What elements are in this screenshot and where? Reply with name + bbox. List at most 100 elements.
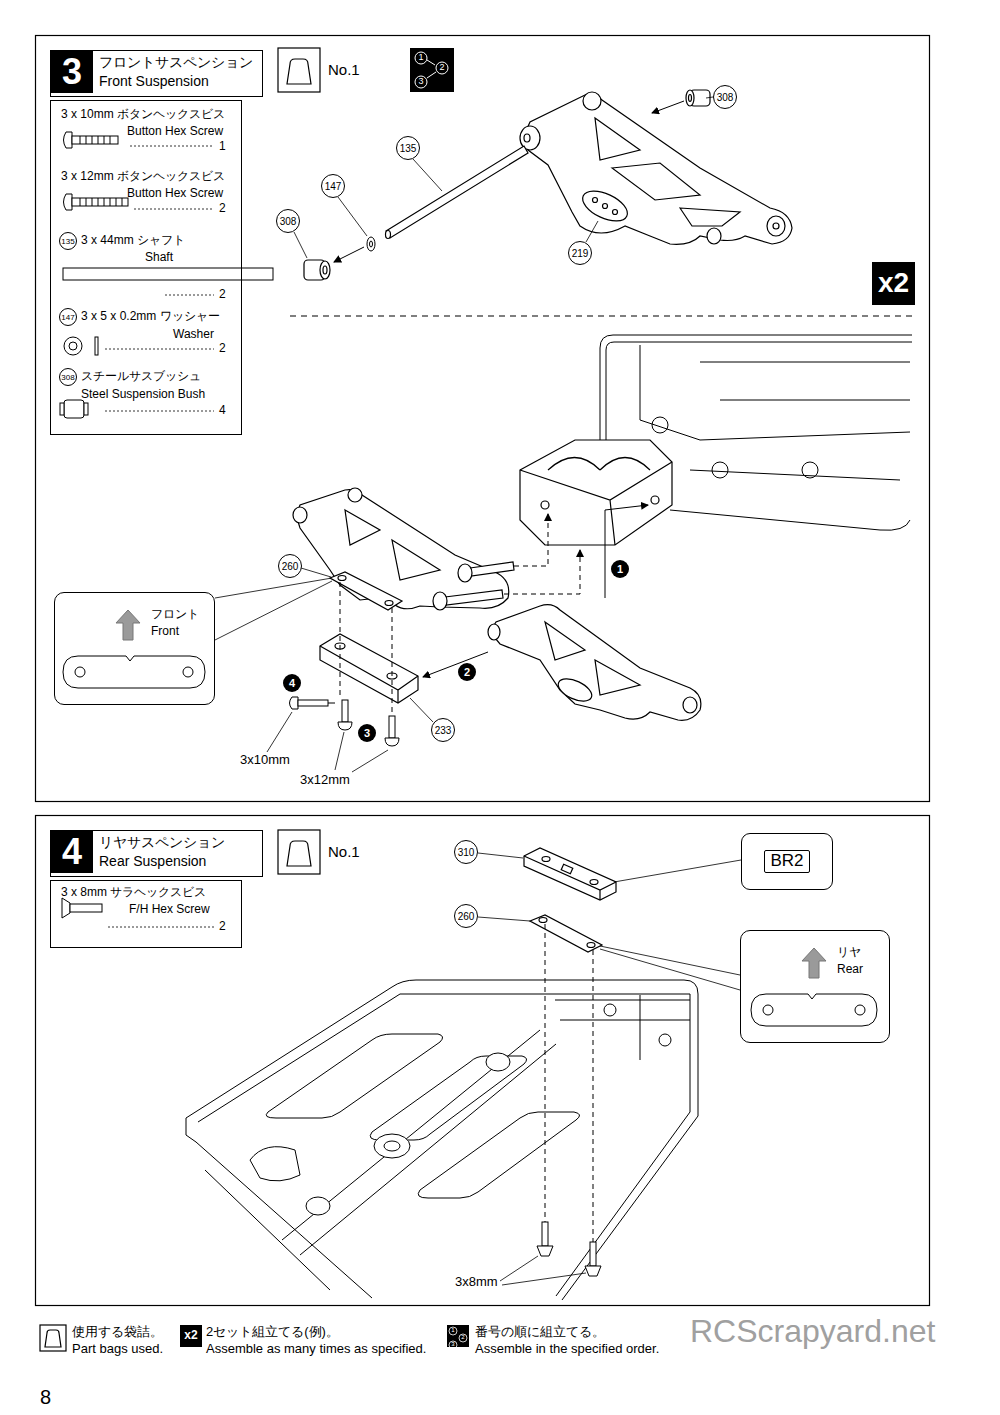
chassis (418, 1112, 579, 1198)
leader-line (586, 221, 598, 242)
screw (585, 1266, 601, 1276)
node-text: 260 (458, 911, 475, 922)
shaft (386, 231, 391, 239)
order-icon (427, 60, 435, 65)
node-text: 3 x 12mm ボタンヘックスビス (61, 169, 225, 183)
parts-list: 3 x 8mm サラヘックスビスF/H Hex Screw2 (50, 880, 242, 948)
node-text: リヤ (837, 945, 861, 959)
chassis (555, 995, 690, 1060)
step-order-number: 2 (458, 663, 476, 681)
bag-icon (40, 48, 320, 1351)
node-text: 1 (219, 139, 226, 153)
bulkhead (651, 496, 659, 504)
callout-number: 260 (454, 904, 478, 928)
callout-number: 135 (396, 136, 420, 160)
suspension-arm (595, 660, 640, 695)
suspension-holder (542, 857, 550, 862)
direction-inset (751, 994, 877, 1026)
dotted-leader (105, 146, 214, 927)
parts-icons (80, 198, 122, 206)
washer (367, 237, 375, 251)
bag-icon (45, 1330, 61, 1347)
parts-icons (84, 403, 88, 415)
parts-icons (64, 337, 82, 355)
node-text: 2 (219, 287, 226, 301)
order-icon (410, 48, 454, 92)
order-digit: 2 (436, 62, 448, 73)
bag-icon (287, 841, 311, 866)
parts-icons (72, 136, 118, 144)
parts-icons (80, 136, 110, 144)
callout-number: 260 (278, 554, 302, 578)
assembly-arrow (652, 101, 684, 113)
part-marking-box: BR2 (741, 833, 833, 890)
dotted-leader (105, 411, 214, 412)
leader-line (215, 578, 332, 598)
direction-inset (63, 610, 877, 1026)
assembly-path (605, 505, 648, 598)
node-text: リヤサスペンション (99, 834, 225, 851)
direction-inset (183, 667, 193, 677)
node-text: 310 (458, 847, 475, 858)
parts-icons (62, 898, 70, 918)
assembly-path (423, 652, 488, 677)
suspension-plate (385, 601, 393, 606)
bulkhead (520, 440, 672, 545)
direction-box: フロントFront (54, 592, 215, 705)
suspension-arm (613, 210, 618, 215)
suspension-arm (392, 540, 440, 580)
suspension-arm (603, 204, 608, 209)
suspension-holder (524, 856, 616, 900)
assembly-path (593, 950, 594, 1242)
suspension-bush (304, 90, 710, 280)
direction-inset (75, 667, 85, 677)
leader-line (600, 946, 740, 975)
order-icon (415, 76, 427, 88)
step-heading: 3フロントサスペンションFront Suspension (50, 50, 263, 97)
suspension-arm (593, 198, 598, 203)
assembly-path (340, 582, 341, 698)
leader-line (500, 1256, 538, 1281)
chassis (282, 1030, 556, 1255)
order-icon (449, 1327, 457, 1335)
step-number: 3 (51, 51, 93, 93)
leader-line (410, 698, 433, 722)
node-text: 2 (219, 201, 226, 215)
callout-number: 147 (321, 174, 345, 198)
callout-number: 308 (713, 85, 737, 109)
chassis (700, 362, 910, 440)
page-number: 8 (40, 1385, 51, 1409)
node-text: 2 (219, 919, 226, 933)
suspension-arm (545, 622, 585, 660)
order-icon (449, 1341, 457, 1349)
suspension-holder (590, 880, 598, 885)
direction-inset (63, 656, 205, 688)
leader-line (502, 1273, 586, 1285)
node-text: x2 (878, 268, 909, 299)
leader-line (301, 568, 331, 577)
leader-line (600, 949, 740, 990)
node-text: Shaft (145, 250, 173, 264)
parts-icons (69, 342, 77, 350)
suspension-arm (683, 697, 697, 713)
node-text: 260 (282, 561, 299, 572)
footer-note: 使用する袋詰。 (72, 1324, 163, 1340)
step-frame (36, 36, 930, 1306)
callout-number: 219 (568, 241, 592, 265)
screw (590, 1242, 596, 1266)
suspension-arm (578, 185, 632, 227)
node-text: 3 x 10mm ボタンヘックスビス (61, 107, 225, 121)
node-text: Button Hex Screw (127, 186, 223, 200)
chassis (205, 1170, 330, 1290)
suspension-arm (583, 92, 601, 110)
parts-icons (64, 400, 84, 418)
leader-line (352, 750, 388, 772)
suspension-arm (522, 94, 792, 244)
assembly-path (545, 924, 593, 1242)
leader-line (614, 860, 741, 882)
screw (542, 1222, 548, 1246)
suspension-holder (530, 915, 602, 952)
repeat-badge: x2 (180, 1325, 202, 1347)
suspension-arm (524, 134, 530, 142)
suspension-arm (680, 208, 740, 226)
